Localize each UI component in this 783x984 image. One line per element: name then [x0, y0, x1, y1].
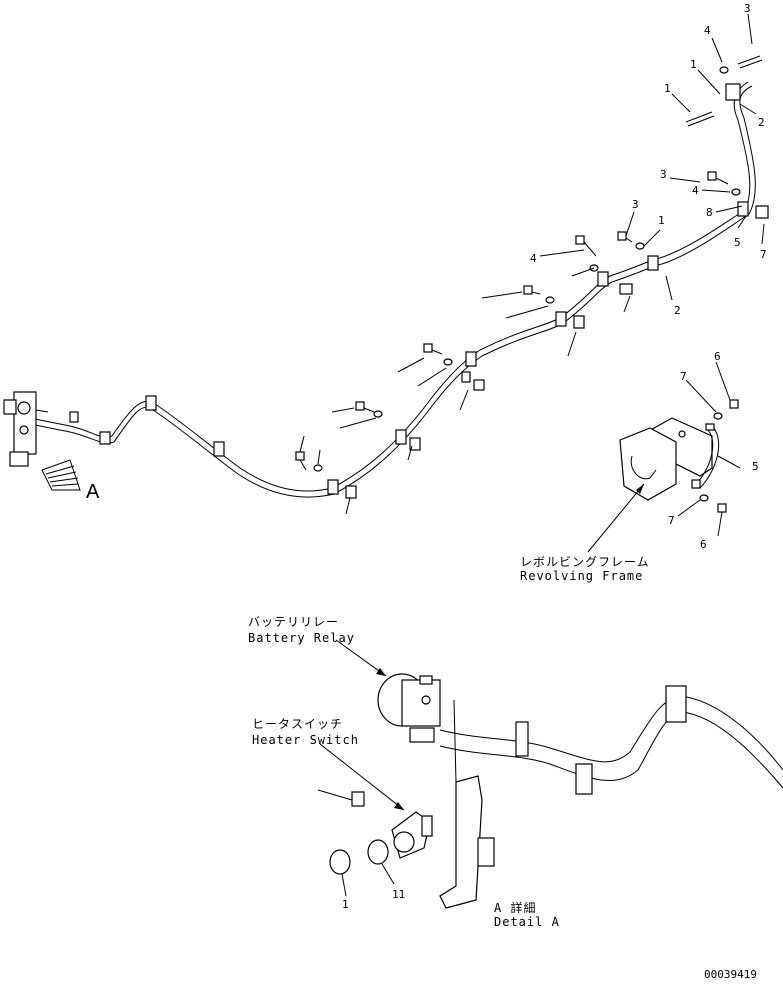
part-number: 1 [342, 898, 349, 911]
part-number: 11 [392, 888, 405, 901]
view-arrow-label: A [86, 481, 100, 503]
part-number: 7 [668, 514, 675, 527]
part-number: 5 [734, 236, 741, 249]
battery-relay [377, 673, 441, 743]
part-number: 7 [680, 370, 687, 383]
detail-harness [439, 685, 783, 795]
battery-relay-label-jp: バッテリリレー [248, 615, 339, 629]
battery-relay-label-en: Battery Relay [248, 631, 355, 645]
part-number: 1 [690, 58, 697, 71]
bolts-washers [295, 55, 769, 472]
arrowhead [394, 802, 404, 810]
part-number: 3 [632, 198, 639, 211]
part-number: 2 [674, 304, 681, 317]
part-number: 7 [760, 248, 767, 261]
part-number: 5 [752, 460, 759, 473]
part-number: 4 [692, 184, 699, 197]
arrowhead [376, 668, 386, 676]
detail-a-label-jp: A 詳細 [494, 900, 536, 915]
part-labels-frame: 6 7 5 7 6 [668, 350, 759, 551]
heater-switch-label-en: Heater Switch [252, 733, 359, 747]
part-number: 2 [758, 116, 765, 129]
detail-bracket [439, 699, 495, 909]
heater-switch-label-jp: ヒータスイッチ [252, 717, 343, 731]
part-labels-upper: 3 4 1 1 2 3 4 8 5 7 3 1 4 2 [530, 2, 767, 317]
battery-relay-leader [335, 639, 387, 677]
part-number: 3 [744, 2, 751, 15]
harness-clips [145, 83, 749, 499]
part-number: 6 [700, 538, 707, 551]
detail-a-label-en: Detail A [494, 915, 560, 929]
part-number: 4 [704, 24, 711, 37]
part-number: 1 [664, 82, 671, 95]
view-arrow-a: A [41, 459, 100, 503]
part-number: 8 [706, 206, 713, 219]
revolving-frame-label-en: Revolving Frame [520, 569, 643, 583]
part-number: 3 [660, 168, 667, 181]
left-connector-block [3, 391, 111, 467]
heater-switch-leader [319, 743, 405, 811]
heater-switch [317, 789, 433, 897]
drawing-number: 00039419 [704, 968, 757, 981]
part-number: 1 [658, 214, 665, 227]
part-number: 6 [714, 350, 721, 363]
leader-lines-upper [299, 13, 765, 515]
revolving-frame-label-jp: レボルビングフレーム [520, 555, 650, 569]
part-number: 4 [530, 252, 537, 265]
revolving-frame [587, 361, 741, 553]
